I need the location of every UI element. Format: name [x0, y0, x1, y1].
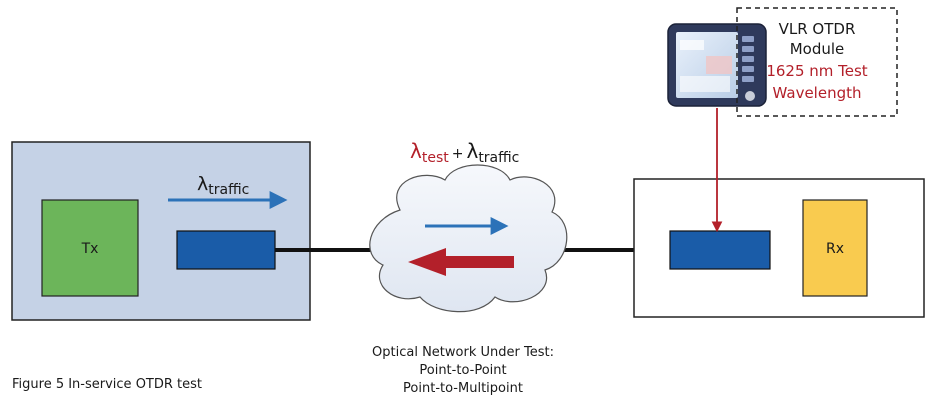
optical-network-cloud: [369, 164, 568, 313]
network-caption-line2: Point-to-Point: [419, 363, 506, 378]
otdr-box-line4: Wavelength: [773, 84, 862, 102]
figure-caption: Figure 5 In-service OTDR test: [12, 377, 202, 392]
network-caption-line3: Point-to-Multipoint: [403, 381, 523, 396]
rx-label: Rx: [826, 241, 844, 257]
tx-connector: [176, 230, 276, 270]
otdr-box-line3: 1625 nm Test: [766, 62, 867, 80]
rx-block: [802, 199, 868, 297]
network-caption-line1: Optical Network Under Test:: [372, 345, 554, 360]
tx-block: [41, 199, 139, 297]
otdr-box-line1: VLR OTDR: [779, 20, 856, 38]
traffic-lambda-label: λtraffic: [197, 173, 249, 198]
otdr-device-icon: [667, 23, 767, 107]
test-arrow-cloud: [408, 248, 514, 276]
rx-connector: [669, 230, 771, 270]
tx-label: Tx: [81, 241, 99, 257]
test-plus-traffic-label: λtest+λtraffic: [410, 139, 519, 166]
otdr-module-box: [736, 7, 898, 117]
otdr-box-line2: Module: [790, 40, 845, 58]
